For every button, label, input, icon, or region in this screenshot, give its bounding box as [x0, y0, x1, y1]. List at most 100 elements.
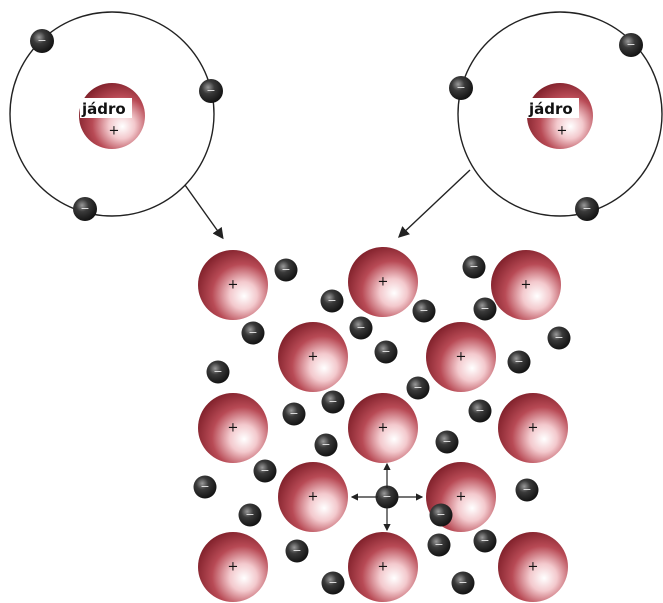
lattice-ion: + [498, 393, 568, 463]
lattice-electron: − [321, 571, 345, 595]
lattice-electron: − [435, 430, 459, 454]
svg-text:+: + [456, 490, 467, 505]
svg-text:+: + [378, 421, 389, 436]
lattice-electron: − [406, 376, 430, 400]
svg-text:−: − [328, 395, 337, 408]
metal-lattice: +++++++++++++ −−−−−−−−−−−−−−−−−−−−−−−−−−… [193, 247, 571, 602]
svg-text:−: − [281, 263, 290, 276]
lattice-ions: + + + + + + + + + + + + + [198, 247, 568, 602]
svg-text:−: − [582, 202, 591, 215]
nucleus-label-right: jádro [528, 100, 573, 118]
nucleus-label-left: jádro [81, 100, 126, 118]
lattice-electron: − [429, 503, 453, 527]
svg-text:+: + [308, 350, 319, 365]
lattice-electron: − [321, 390, 345, 414]
electron: − [73, 197, 97, 221]
lattice-electron: − [193, 475, 217, 499]
lattice-electron: − [282, 402, 306, 426]
lattice-ion: + [348, 532, 418, 602]
electron: − [619, 33, 643, 57]
lattice-ion: + [426, 322, 496, 392]
svg-text:−: − [626, 38, 635, 51]
atom-left: jádro + − − − [9, 11, 223, 221]
svg-text:+: + [528, 560, 539, 575]
svg-text:−: − [442, 435, 451, 448]
svg-text:+: + [308, 490, 319, 505]
svg-text:−: − [206, 84, 215, 97]
lattice-electron: − [274, 258, 298, 282]
svg-text:+: + [528, 421, 539, 436]
nucleus-label-bg-right [527, 98, 579, 118]
lattice-electron: − [206, 360, 230, 384]
svg-text:−: − [289, 407, 298, 420]
lattice-electron: − [285, 539, 309, 563]
lattice-electron: − [412, 299, 436, 323]
lattice-electron: − [427, 533, 451, 557]
svg-text:−: − [327, 294, 336, 307]
lattice-electron: − [462, 255, 486, 279]
arrow-right-to-lattice [397, 169, 471, 238]
lattice-ion: + [198, 250, 268, 320]
svg-text:+: + [228, 421, 239, 436]
lattice-electron: − [253, 459, 277, 483]
electron: − [199, 79, 223, 103]
svg-text:−: − [382, 490, 391, 503]
lattice-ion: + [348, 393, 418, 463]
orbit-left [9, 11, 215, 217]
lattice-electron: − [238, 503, 262, 527]
svg-text:−: − [37, 34, 46, 47]
lattice-electron: − [473, 297, 497, 321]
lattice-electron: − [375, 485, 399, 509]
lattice-ion: + [498, 532, 568, 602]
nucleus-charge-left: + [109, 124, 120, 139]
svg-text:−: − [554, 331, 563, 344]
lattice-electron: − [314, 433, 338, 457]
svg-text:−: − [480, 534, 489, 547]
lattice-electron: − [515, 478, 539, 502]
lattice-electron: − [349, 316, 373, 340]
lattice-ion: + [491, 250, 561, 320]
lattice-ion: + [278, 322, 348, 392]
svg-text:−: − [475, 404, 484, 417]
lattice-electron: − [374, 340, 398, 364]
svg-text:−: − [456, 81, 465, 94]
arrow-left-to-lattice [184, 184, 224, 240]
lattice-electron: − [320, 289, 344, 313]
lattice-ion: + [348, 247, 418, 317]
lattice-electron: − [473, 529, 497, 553]
svg-text:−: − [200, 480, 209, 493]
nucleus-charge-right: + [557, 124, 568, 139]
svg-text:−: − [292, 544, 301, 557]
svg-text:−: − [328, 576, 337, 589]
svg-text:−: − [260, 464, 269, 477]
svg-text:+: + [228, 560, 239, 575]
svg-text:−: − [413, 381, 422, 394]
svg-text:−: − [458, 576, 467, 589]
svg-text:−: − [419, 304, 428, 317]
svg-text:+: + [228, 278, 239, 293]
svg-text:−: − [321, 438, 330, 451]
svg-text:−: − [356, 321, 365, 334]
svg-text:−: − [80, 202, 89, 215]
svg-text:+: + [378, 275, 389, 290]
lattice-electron: − [451, 571, 475, 595]
svg-text:−: − [213, 365, 222, 378]
svg-text:−: − [245, 508, 254, 521]
lattice-ion: + [198, 393, 268, 463]
electron: − [30, 29, 54, 53]
svg-text:−: − [469, 260, 478, 273]
svg-text:−: − [436, 508, 445, 521]
electron: − [575, 197, 599, 221]
svg-text:−: − [248, 326, 257, 339]
svg-text:−: − [514, 355, 523, 368]
svg-text:+: + [456, 350, 467, 365]
lattice-ion: + [198, 532, 268, 602]
lattice-electron: − [241, 321, 265, 345]
electron-movement-arrows [350, 462, 424, 532]
lattice-electrons: − − − − − − − − − − − − − − − − − − − − − − − − − − − − [193, 255, 571, 595]
svg-text:−: − [434, 538, 443, 551]
electron: − [449, 76, 473, 100]
atom-right: jádro + − − − [449, 11, 663, 221]
